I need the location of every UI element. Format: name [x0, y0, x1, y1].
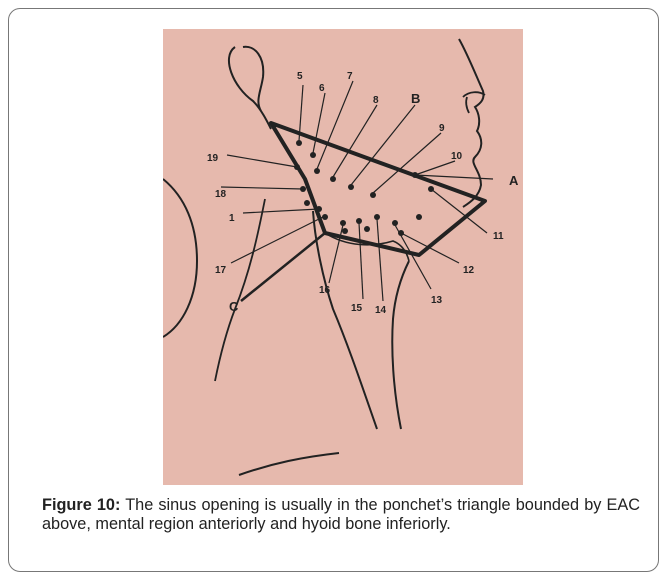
figure-caption-text: The sinus opening is usually in the ponc… [42, 496, 640, 533]
label-b: B [411, 91, 420, 106]
label-12: 12 [463, 265, 475, 276]
point [364, 226, 370, 232]
label-16: 16 [319, 285, 331, 296]
label-c: C [229, 299, 239, 314]
label-6: 6 [319, 83, 325, 94]
figure-card: 5 6 7 8 9 10 11 12 13 14 15 16 17 18 19 … [8, 8, 659, 572]
label-17: 17 [215, 265, 227, 276]
figure-label: Figure 10: [42, 496, 120, 514]
label-1: 1 [229, 213, 235, 224]
label-15: 15 [351, 303, 363, 314]
label-14: 14 [375, 305, 387, 316]
point [416, 214, 422, 220]
figure-background [163, 29, 523, 485]
point [342, 228, 348, 234]
label-13: 13 [431, 295, 443, 306]
label-5: 5 [297, 71, 303, 82]
figure-caption: Figure 10: The sinus opening is usually … [42, 496, 640, 534]
label-9: 9 [439, 123, 445, 134]
label-11: 11 [493, 231, 504, 242]
label-18: 18 [215, 189, 227, 200]
point [304, 200, 310, 206]
figure-illustration: 5 6 7 8 9 10 11 12 13 14 15 16 17 18 19 … [163, 29, 523, 485]
label-8: 8 [373, 95, 379, 106]
label-19: 19 [207, 153, 219, 164]
label-7: 7 [347, 71, 353, 82]
label-10: 10 [451, 151, 463, 162]
label-a: A [509, 173, 519, 188]
